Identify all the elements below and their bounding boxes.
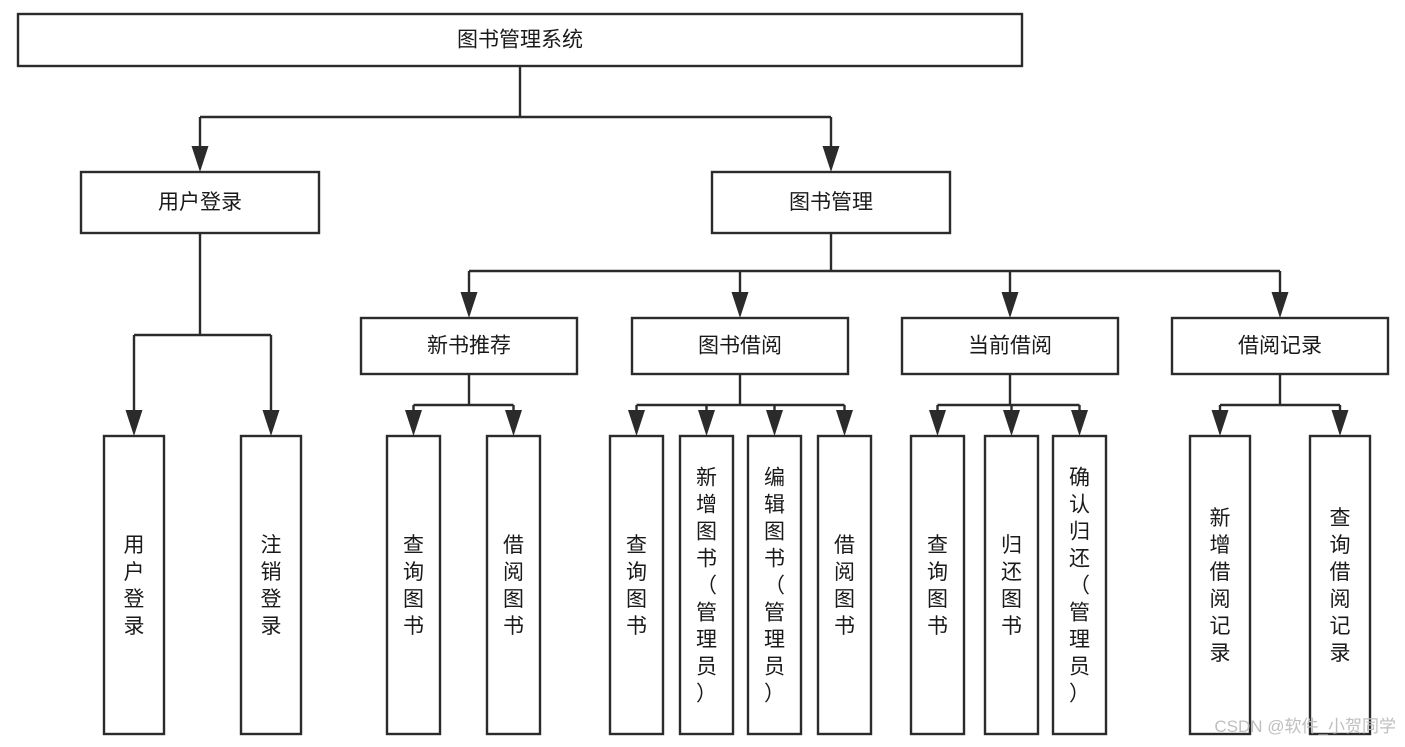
node-box[interactable] xyxy=(630,316,850,376)
node-leaf-records-add[interactable]: 新增借阅记录 xyxy=(1188,434,1252,736)
node-box[interactable] xyxy=(1308,434,1372,736)
arrow-head-icon xyxy=(262,410,280,436)
arrow-head-icon xyxy=(1211,410,1229,436)
watermark-label: CSDN @软件_小贺同学 xyxy=(1214,717,1396,736)
node-leaf-borrow-add[interactable]: 新增图书（管理员） xyxy=(678,434,735,736)
arrow-head-icon xyxy=(460,292,478,318)
node-leaf-borrow-query[interactable]: 查询图书 xyxy=(608,434,665,736)
node-borrow[interactable]: 图书借阅 xyxy=(630,316,850,376)
node-box[interactable] xyxy=(983,434,1040,736)
arrow-head-icon xyxy=(1001,292,1019,318)
node-leaf-newbook-query[interactable]: 查询图书 xyxy=(385,434,442,736)
node-login[interactable]: 用户登录 xyxy=(79,170,321,235)
node-records[interactable]: 借阅记录 xyxy=(1170,316,1390,376)
node-label: 查询图书 xyxy=(927,534,948,638)
connector-login xyxy=(125,233,280,436)
connector-records xyxy=(1211,374,1349,436)
arrow-head-icon xyxy=(405,410,422,436)
connector-bookmgmt xyxy=(460,233,1289,318)
node-leaf-user-login[interactable]: 用户登录 xyxy=(102,434,166,736)
node-box[interactable] xyxy=(608,434,665,736)
node-leaf-newbook-borrow[interactable]: 借阅图书 xyxy=(485,434,542,736)
node-leaf-logout[interactable]: 注销登录 xyxy=(239,434,303,736)
node-label: 图书借阅 xyxy=(698,335,782,358)
node-box[interactable] xyxy=(746,434,803,736)
node-label: 图书管理系统 xyxy=(457,29,583,52)
node-box[interactable] xyxy=(1170,316,1390,376)
node-label: 借阅记录 xyxy=(1238,335,1322,358)
node-box[interactable] xyxy=(1188,434,1252,736)
node-label: 新增图书（管理员） xyxy=(696,467,717,706)
node-box[interactable] xyxy=(710,170,952,235)
connector-root xyxy=(191,66,840,172)
nodes-layer: 图书管理系统用户登录图书管理新书推荐图书借阅当前借阅借阅记录用户登录注销登录查询… xyxy=(16,12,1390,736)
node-leaf-current-confirm[interactable]: 确认归还（管理员） xyxy=(1051,434,1108,736)
arrow-head-icon xyxy=(766,410,783,436)
connectors-layer xyxy=(125,66,1349,436)
arrow-head-icon xyxy=(822,146,840,172)
node-leaf-current-return[interactable]: 归还图书 xyxy=(983,434,1040,736)
arrow-head-icon xyxy=(1003,410,1020,436)
node-box[interactable] xyxy=(385,434,442,736)
node-box[interactable] xyxy=(909,434,966,736)
node-label: 编辑图书（管理员） xyxy=(764,467,785,706)
node-leaf-records-query[interactable]: 查询借阅记录 xyxy=(1308,434,1372,736)
node-label: 当前借阅 xyxy=(968,335,1052,358)
arrow-head-icon xyxy=(698,410,715,436)
arrow-head-icon xyxy=(505,410,522,436)
connector-current xyxy=(929,374,1088,436)
node-label: 用户登录 xyxy=(124,534,145,638)
arrow-head-icon xyxy=(191,146,209,172)
node-label: 查询图书 xyxy=(403,534,424,638)
arrow-head-icon xyxy=(628,410,645,436)
node-current[interactable]: 当前借阅 xyxy=(900,316,1120,376)
arrow-head-icon xyxy=(1071,410,1088,436)
node-leaf-borrow-lend[interactable]: 借阅图书 xyxy=(816,434,873,736)
node-label: 借阅图书 xyxy=(834,534,855,638)
node-leaf-borrow-edit[interactable]: 编辑图书（管理员） xyxy=(746,434,803,736)
node-box[interactable] xyxy=(102,434,166,736)
node-box[interactable] xyxy=(678,434,735,736)
node-label: 新书推荐 xyxy=(427,335,511,358)
arrow-head-icon xyxy=(1331,410,1349,436)
arrow-head-icon xyxy=(929,410,946,436)
node-label: 查询图书 xyxy=(626,534,647,638)
arrow-head-icon xyxy=(731,292,749,318)
node-box[interactable] xyxy=(16,12,1024,68)
node-newbook[interactable]: 新书推荐 xyxy=(359,316,579,376)
node-box[interactable] xyxy=(1051,434,1108,736)
node-box[interactable] xyxy=(485,434,542,736)
node-label: 用户登录 xyxy=(158,191,242,214)
arrow-head-icon xyxy=(836,410,853,436)
node-label: 图书管理 xyxy=(789,191,873,214)
node-label: 查询借阅记录 xyxy=(1330,507,1351,665)
node-box[interactable] xyxy=(816,434,873,736)
node-box[interactable] xyxy=(900,316,1120,376)
node-bookmgmt[interactable]: 图书管理 xyxy=(710,170,952,235)
node-box[interactable] xyxy=(359,316,579,376)
node-box[interactable] xyxy=(79,170,321,235)
node-label: 新增借阅记录 xyxy=(1210,507,1231,665)
node-leaf-current-query[interactable]: 查询图书 xyxy=(909,434,966,736)
arrow-head-icon xyxy=(1271,292,1289,318)
node-root[interactable]: 图书管理系统 xyxy=(16,12,1024,68)
node-box[interactable] xyxy=(239,434,303,736)
node-label: 确认归还（管理员） xyxy=(1069,467,1090,706)
arrow-head-icon xyxy=(125,410,143,436)
connector-newbook xyxy=(405,374,522,436)
node-label: 借阅图书 xyxy=(503,534,524,638)
node-label: 注销登录 xyxy=(261,534,282,638)
node-label: 归还图书 xyxy=(1001,534,1022,638)
connector-borrow xyxy=(628,374,853,436)
